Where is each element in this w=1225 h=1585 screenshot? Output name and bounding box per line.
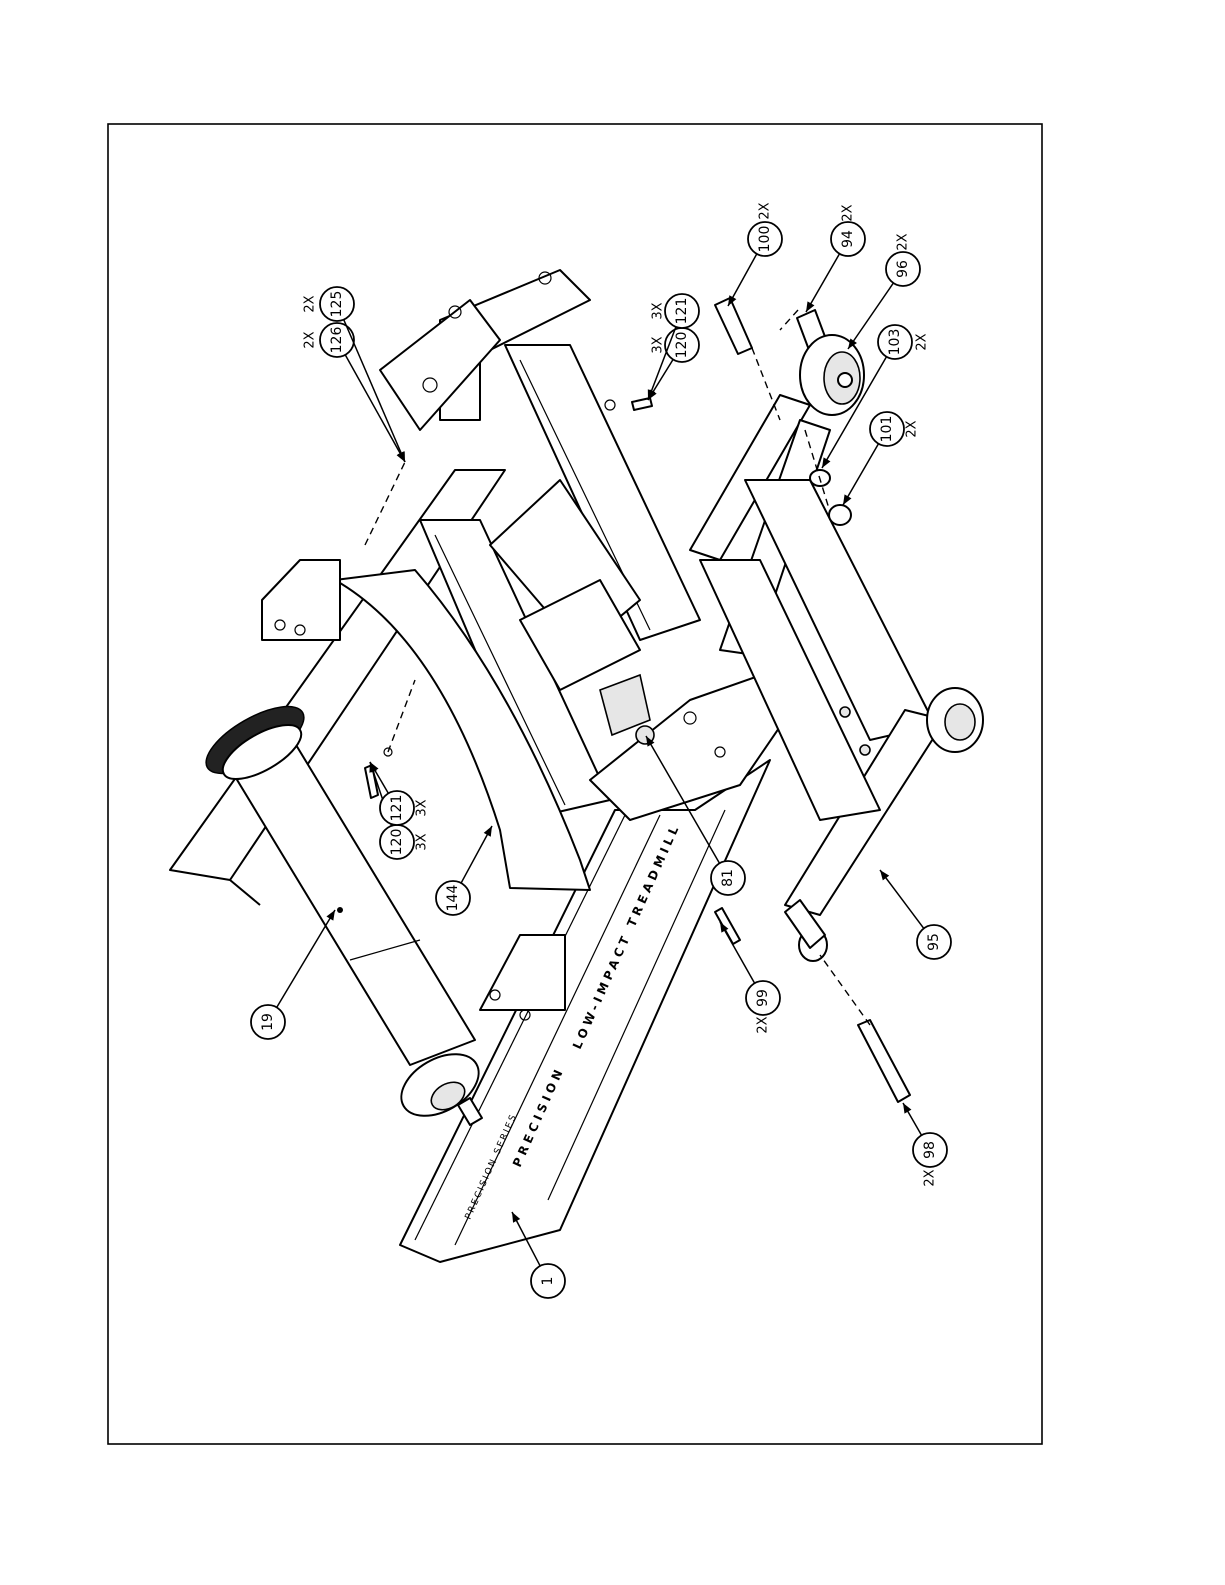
callout-quantity: 3X: [415, 833, 430, 850]
leader-line: [843, 444, 878, 505]
callout-number: 81: [720, 869, 736, 887]
leader-arrowhead: [822, 457, 830, 468]
callout-number: 99: [755, 989, 771, 1007]
callout-c101: 101 2X: [843, 412, 920, 505]
leader-arrowhead: [843, 494, 851, 505]
callout-number: 100: [757, 226, 773, 253]
callout-quantity: 2X: [303, 331, 318, 348]
callout-quantity: 2X: [756, 1016, 771, 1033]
callout-number: 94: [840, 230, 856, 248]
bolt-100: [715, 298, 752, 354]
callout-number: 125: [329, 291, 345, 318]
callout-number: 1: [540, 1277, 556, 1286]
nut-101: [829, 505, 851, 525]
callout-number: 120: [674, 332, 690, 359]
callout-quantity: 2X: [905, 420, 920, 437]
callout-quantity: 2X: [758, 202, 773, 219]
callout-number: 19: [260, 1013, 276, 1031]
leader-arrowhead: [880, 870, 889, 880]
callout-quantity: 3X: [651, 302, 666, 319]
leader-arrowhead: [484, 826, 492, 837]
callout-quantity: 2X: [303, 295, 318, 312]
callout-quantity: 2X: [923, 1169, 938, 1186]
callout-number: 103: [887, 329, 903, 356]
callout-number: 121: [674, 298, 690, 325]
callout-c99: 99 2X: [720, 922, 780, 1034]
callout-c120b: 120 3X: [648, 328, 699, 400]
incline-bracket-upper: [262, 560, 340, 640]
callout-c121a: 121 3X: [370, 762, 430, 825]
callout-number: 98: [922, 1141, 938, 1159]
treadmill-frame-assembly: PRECISION LOW-IMPACT TREADMILL PRECISION…: [170, 270, 983, 1262]
callout-quantity: 2X: [896, 233, 911, 250]
callout-c144: 144: [436, 826, 492, 915]
incline-bracket-lower: [480, 935, 565, 1010]
callout-number: 101: [879, 416, 895, 443]
callout-quantity: 2X: [915, 333, 930, 350]
callout-c19: 19: [251, 910, 335, 1039]
axle-98: [858, 1020, 910, 1102]
callout-number: 144: [445, 885, 461, 912]
leader-line: [720, 922, 755, 983]
callout-c98: 98 2X: [903, 1103, 947, 1187]
leader-line: [806, 254, 840, 312]
callout-number: 121: [389, 795, 405, 822]
leader-line: [277, 910, 335, 1007]
callout-c95: 95: [880, 870, 951, 959]
callout-number: 96: [895, 260, 911, 278]
callout-number: 95: [926, 933, 942, 951]
callout-quantity: 3X: [415, 799, 430, 816]
callout-quantity: 2X: [841, 204, 856, 221]
callout-number: 120: [389, 829, 405, 856]
bolt-99: [715, 908, 740, 944]
callout-number: 126: [329, 327, 345, 354]
callout-quantity: 3X: [651, 336, 666, 353]
callout-c94: 94 2X: [806, 204, 865, 312]
leader-arrowhead: [903, 1103, 911, 1114]
leader-line: [880, 870, 924, 928]
